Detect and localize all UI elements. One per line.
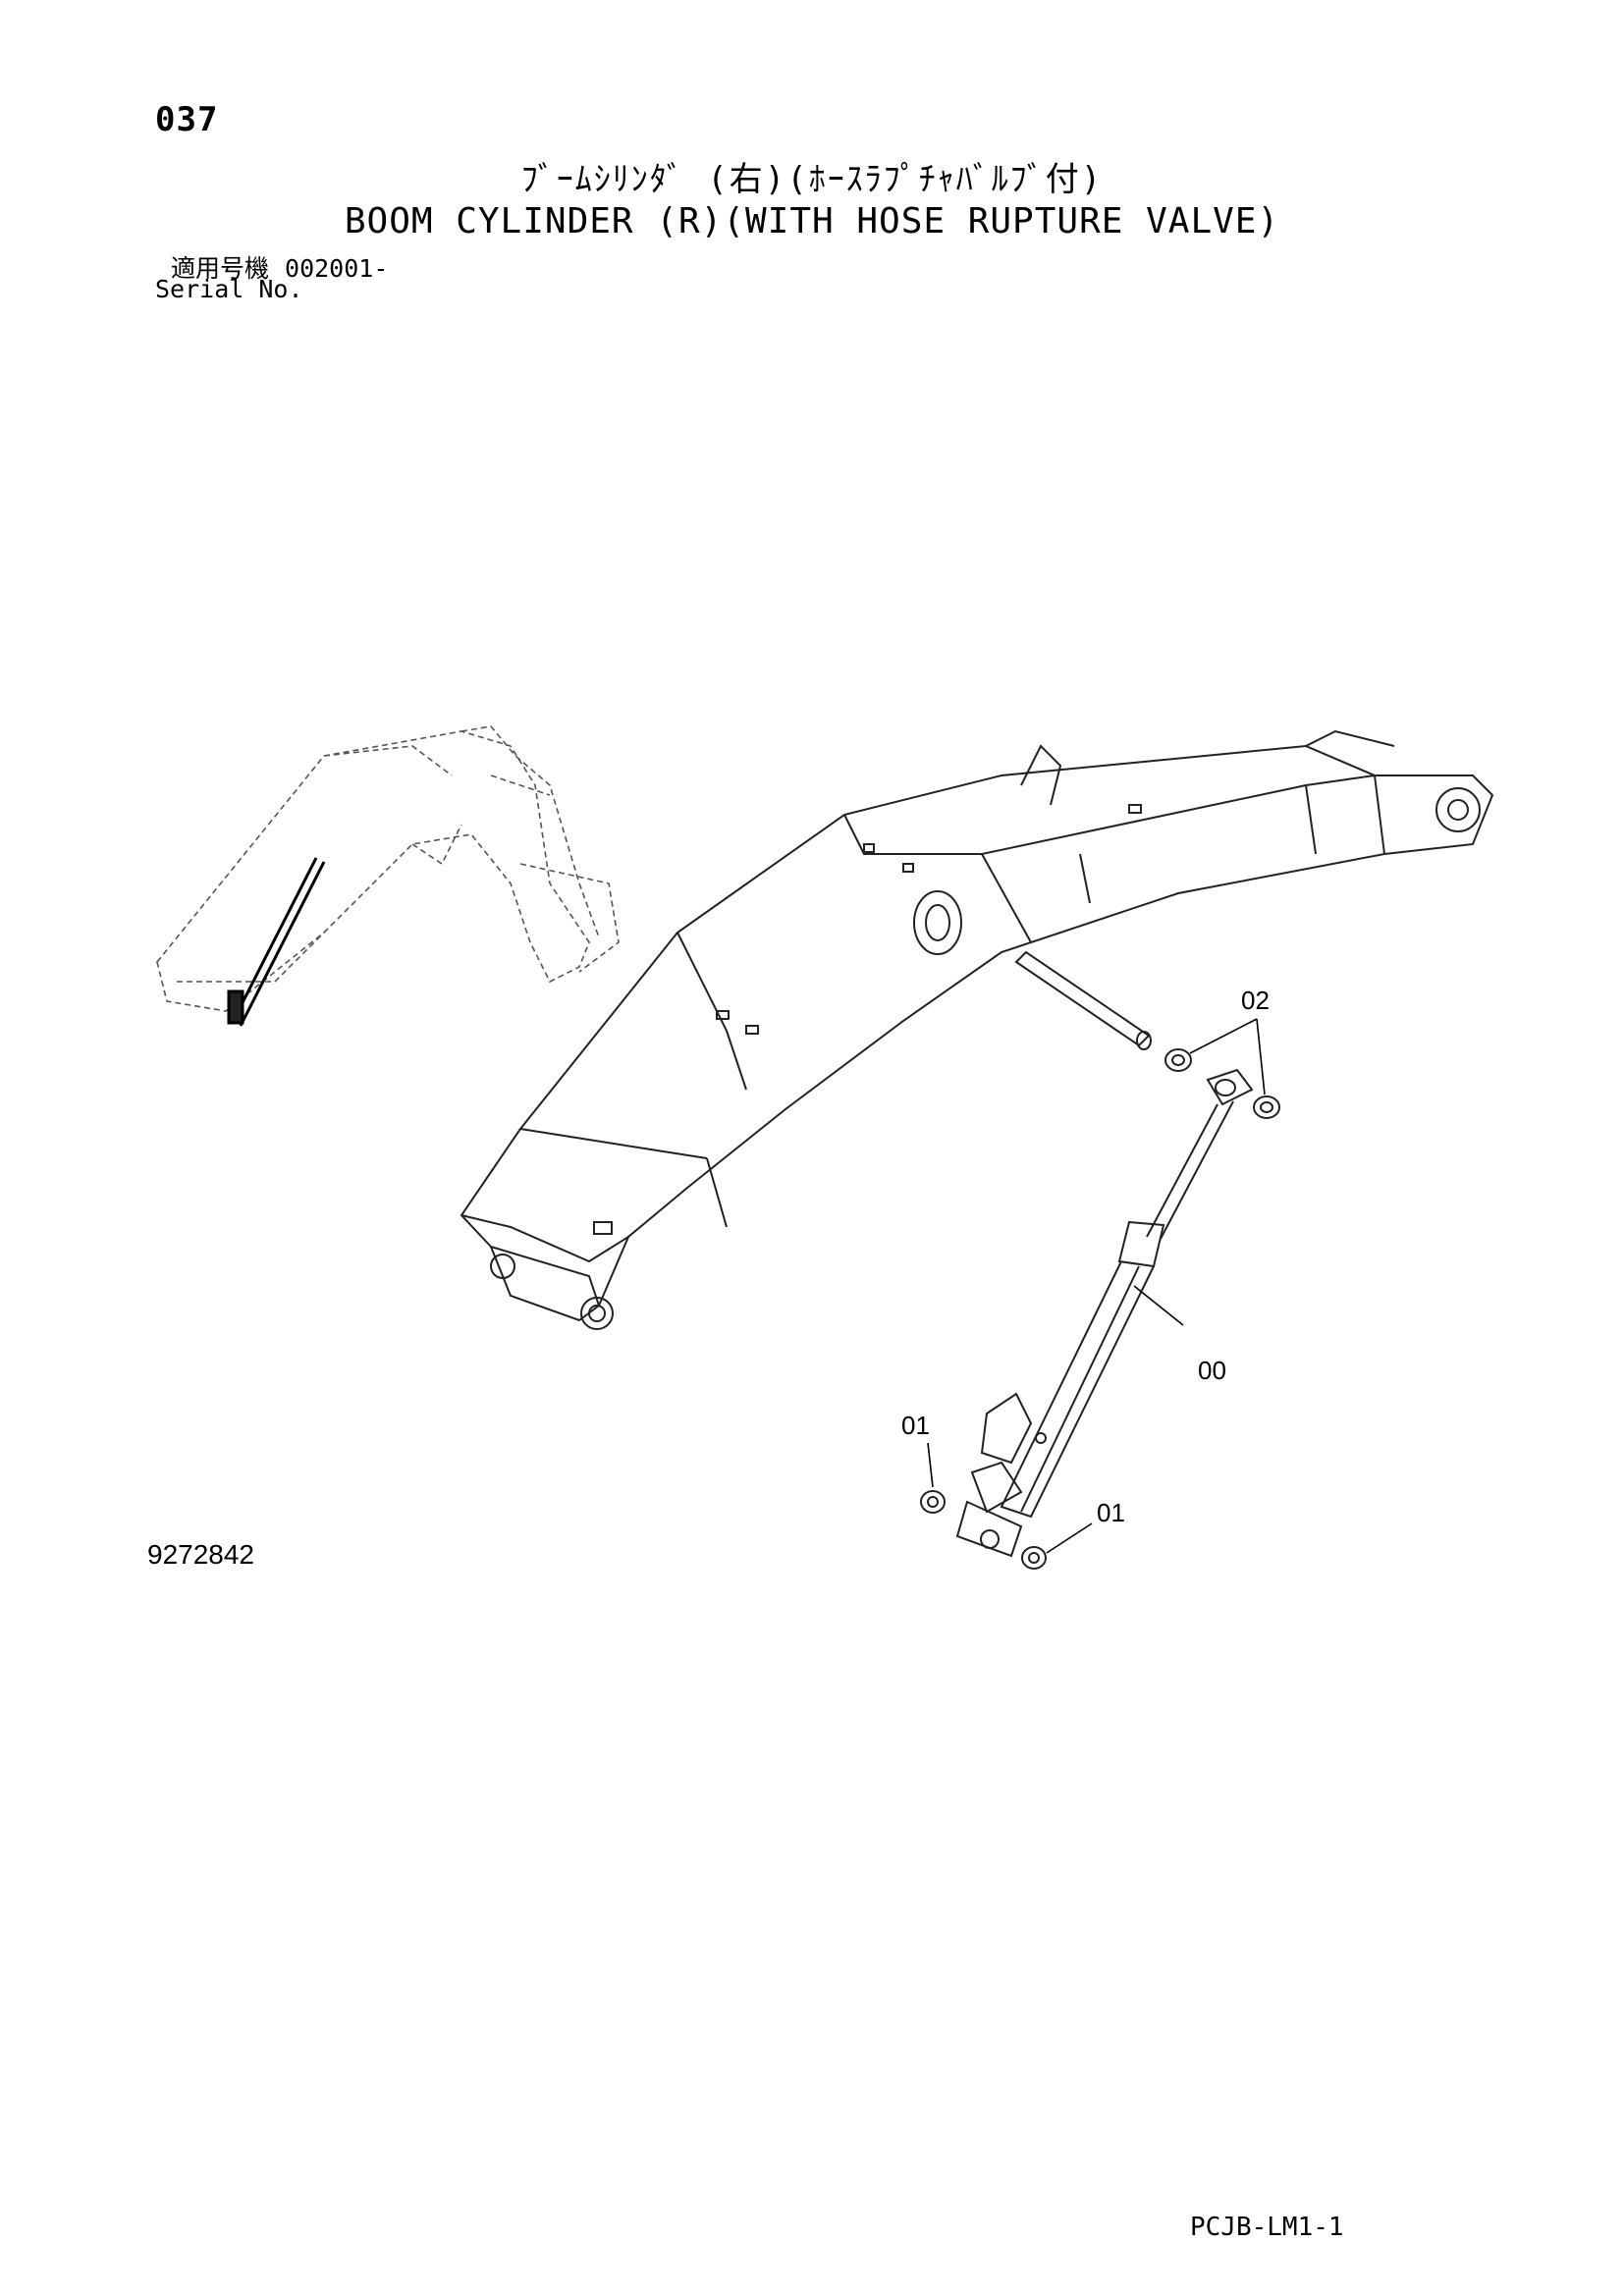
title-japanese: ﾌﾞｰﾑｼﾘﾝﾀﾞ (右)(ﾎｰｽﾗﾌﾟﾁｬﾊﾞﾙﾌﾞ付) <box>520 160 1104 199</box>
bushings-02 <box>1164 1048 1280 1119</box>
callout-01-left: 01 <box>901 1411 930 1440</box>
serial-label-jp: 適用号機 <box>171 254 270 283</box>
boom-body <box>460 729 1494 1330</box>
title-english: BOOM CYLINDER (R)(WITH HOSE RUPTURE VALV… <box>344 201 1280 241</box>
drawing-number: 9272842 <box>147 1539 255 1570</box>
bushings-01 <box>920 1490 1047 1570</box>
serial-label-en: Serial No. <box>155 275 303 303</box>
serial-line: 適用号機 002001- <box>171 249 404 285</box>
callout-00: 00 <box>1198 1356 1226 1385</box>
callout-02: 02 <box>1241 986 1270 1015</box>
pin <box>1014 950 1152 1050</box>
page-code: PCJB-LM1-1 <box>1190 2213 1344 2242</box>
overview-cylinder-highlight <box>227 857 326 1027</box>
overview-excavator-sketch <box>156 725 620 1012</box>
page-number: 037 <box>155 100 219 139</box>
leader-lines <box>927 1018 1266 1554</box>
boom-cylinder <box>955 1068 1254 1558</box>
callout-01-right: 01 <box>1097 1498 1125 1527</box>
serial-value: 002001- <box>285 254 389 283</box>
